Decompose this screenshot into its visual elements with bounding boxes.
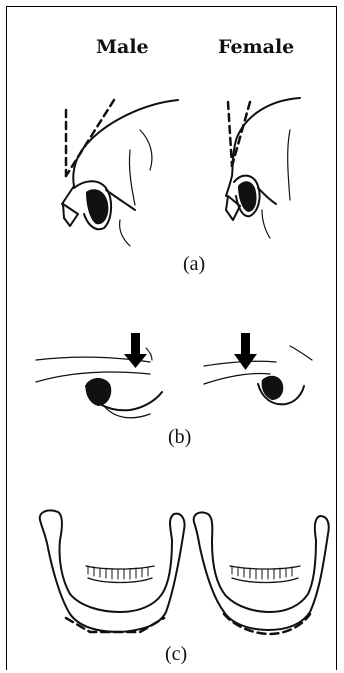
panel-label-a: (a) <box>183 253 205 276</box>
male-chin-line <box>66 618 164 632</box>
female-mandible <box>194 512 329 630</box>
panel-label-c: (c) <box>165 643 187 666</box>
female-nasion-dark <box>238 181 257 212</box>
female-supraorbital <box>204 346 312 404</box>
female-arrow <box>234 333 257 370</box>
male-angle-lines <box>66 100 114 176</box>
male-orbit-dark <box>86 378 112 406</box>
female-forehead-profile <box>226 98 300 238</box>
male-nasion-dark <box>86 189 108 224</box>
male-forehead-profile <box>62 100 178 246</box>
male-arrow <box>124 333 147 368</box>
panel-label-b: (b) <box>168 426 191 449</box>
